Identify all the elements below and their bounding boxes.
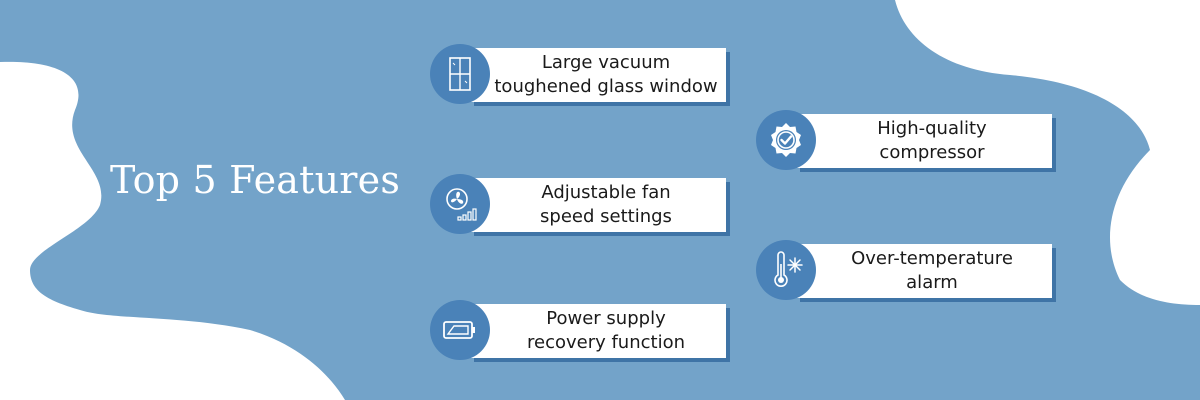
icon-badge: [430, 300, 490, 360]
icon-badge: [430, 44, 490, 104]
feature-label: High-quality compressor: [877, 118, 987, 163]
icon-badge: [430, 174, 490, 234]
feature-label: Large vacuum toughened glass window: [494, 52, 718, 97]
icon-badge: [756, 240, 816, 300]
feature-card: [470, 48, 726, 102]
feature-item-power-recovery: Power supply recovery function: [430, 300, 730, 362]
window-icon: [449, 57, 471, 91]
feature-card: [796, 114, 1052, 168]
feature-item-over-temperature-alarm: Over-temperature alarm: [756, 240, 1056, 302]
feature-card: [470, 178, 726, 232]
battery-icon: [443, 321, 475, 339]
feature-item-compressor: High-quality compressor: [756, 110, 1056, 172]
feature-item-fan-speed: Adjustable fan speed settings: [430, 174, 730, 236]
page-title: Top 5 Features: [110, 158, 401, 202]
feature-label: Over-temperature alarm: [851, 248, 1013, 293]
fan-speed-icon: [446, 188, 477, 221]
badge-check-icon: [771, 123, 801, 157]
thermometer-snowflake-icon: [774, 251, 803, 287]
feature-label: Adjustable fan speed settings: [540, 182, 672, 227]
feature-label: Power supply recovery function: [526, 308, 686, 353]
icon-badge: [756, 110, 816, 170]
feature-card: [470, 304, 726, 358]
feature-item-glass-window: Large vacuum toughened glass window: [430, 44, 730, 106]
feature-card: [796, 244, 1052, 298]
